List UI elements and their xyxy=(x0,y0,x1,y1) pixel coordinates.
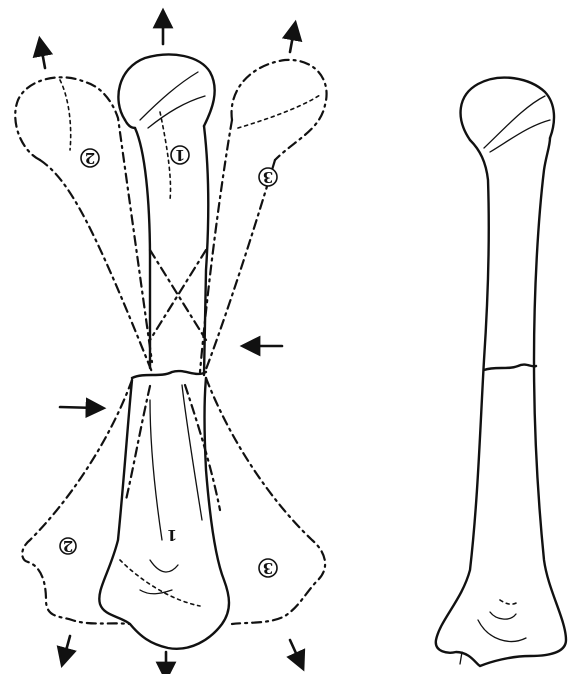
label-upper-3: 3 xyxy=(259,168,277,186)
arrow-up-icon xyxy=(290,30,294,52)
svg-text:2: 2 xyxy=(63,537,73,555)
arrow-right-icon xyxy=(60,407,96,408)
svg-text:1: 1 xyxy=(167,526,177,544)
label-lower-1: 1 xyxy=(167,526,177,544)
lower-fragment-position-1 xyxy=(99,378,229,649)
label-lower-3: 3 xyxy=(259,559,277,577)
upper-fragment-position-3 xyxy=(200,60,327,372)
svg-text:3: 3 xyxy=(263,168,273,186)
label-lower-2: 2 xyxy=(60,537,76,555)
svg-text:2: 2 xyxy=(85,149,95,167)
arrow-down-icon xyxy=(64,636,70,658)
svg-text:3: 3 xyxy=(263,559,273,577)
arrow-up-icon xyxy=(41,46,45,68)
label-upper-1: 1 xyxy=(171,146,189,164)
lower-fragment-position-3 xyxy=(185,378,325,624)
arrow-down-icon xyxy=(290,640,300,662)
fracture-line-right xyxy=(484,365,536,370)
label-upper-2: 2 xyxy=(81,149,99,167)
fracture-line-left xyxy=(132,371,206,378)
reduced-humerus xyxy=(436,78,566,666)
upper-fragment-position-2 xyxy=(15,77,152,372)
svg-text:1: 1 xyxy=(175,146,185,164)
lower-fragment-position-2 xyxy=(22,380,150,624)
